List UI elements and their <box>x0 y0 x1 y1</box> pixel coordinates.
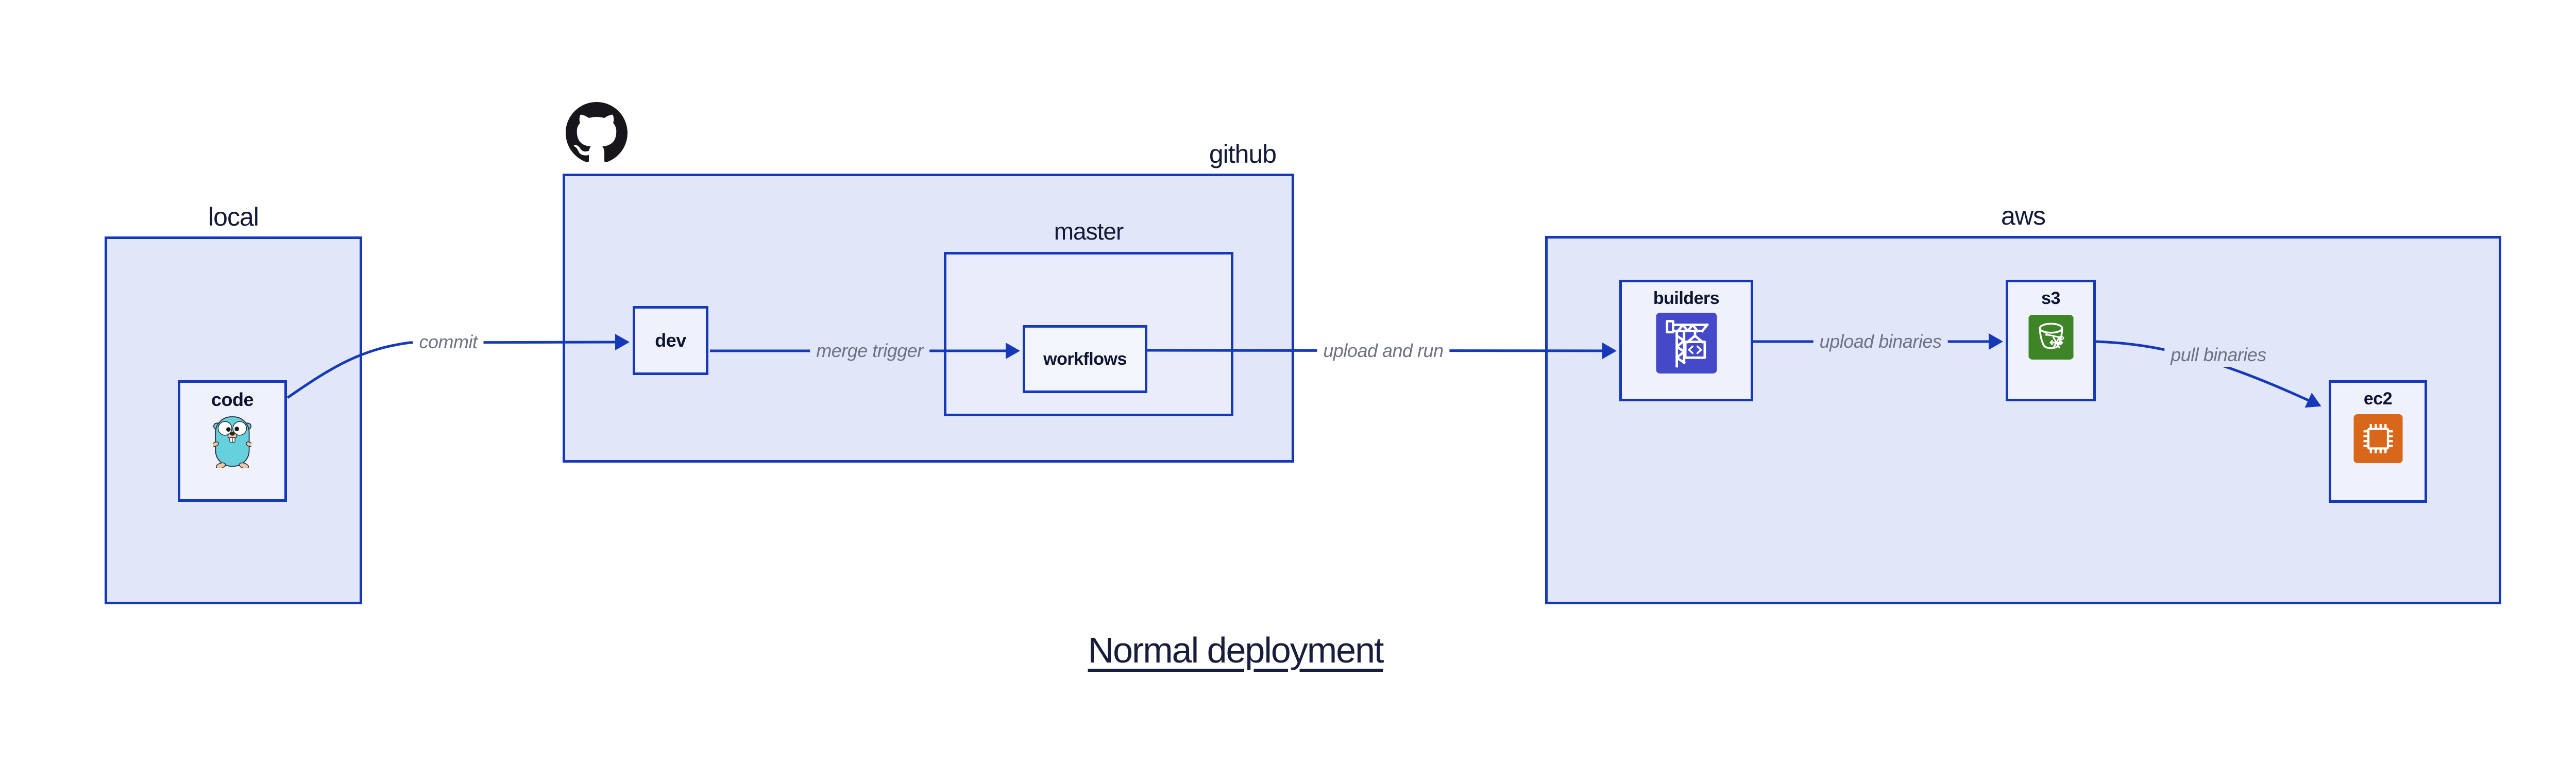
edge-pull-binaries-label: pull binaries <box>2164 343 2273 367</box>
node-ec2: ec2 <box>2329 380 2427 503</box>
node-s3: s3 <box>2006 280 2096 401</box>
go-gopher-icon <box>213 416 251 468</box>
edge-upload-and-run-label: upload and run <box>1317 339 1450 363</box>
node-workflows-label: workflows <box>1043 349 1127 369</box>
node-builders-label: builders <box>1653 288 1720 308</box>
github-octocat-icon <box>566 102 628 163</box>
diagram-title: Normal deployment <box>1088 630 1384 670</box>
node-dev: dev <box>633 306 708 375</box>
node-s3-label: s3 <box>2041 288 2060 308</box>
node-code: code <box>178 380 287 502</box>
aws-group-label: aws <box>2001 201 2046 230</box>
edge-upload-binaries-label: upload binaries <box>1813 330 1948 353</box>
master-group-label: master <box>1054 218 1124 245</box>
node-dev-label: dev <box>655 330 686 351</box>
ec2-chip-icon <box>2353 414 2402 463</box>
local-group-label: local <box>208 202 259 231</box>
edge-merge-trigger-label: merge trigger <box>810 339 929 363</box>
node-builders: builders <box>1619 280 1753 401</box>
node-workflows: workflows <box>1023 325 1147 393</box>
github-group-label: github <box>1209 140 1277 168</box>
edge-commit-label: commit <box>413 330 484 354</box>
node-code-label: code <box>211 389 254 410</box>
codebuild-crane-icon <box>1656 313 1717 373</box>
s3-glacier-bucket-icon <box>2028 315 2073 360</box>
node-ec2-label: ec2 <box>2363 389 2393 409</box>
